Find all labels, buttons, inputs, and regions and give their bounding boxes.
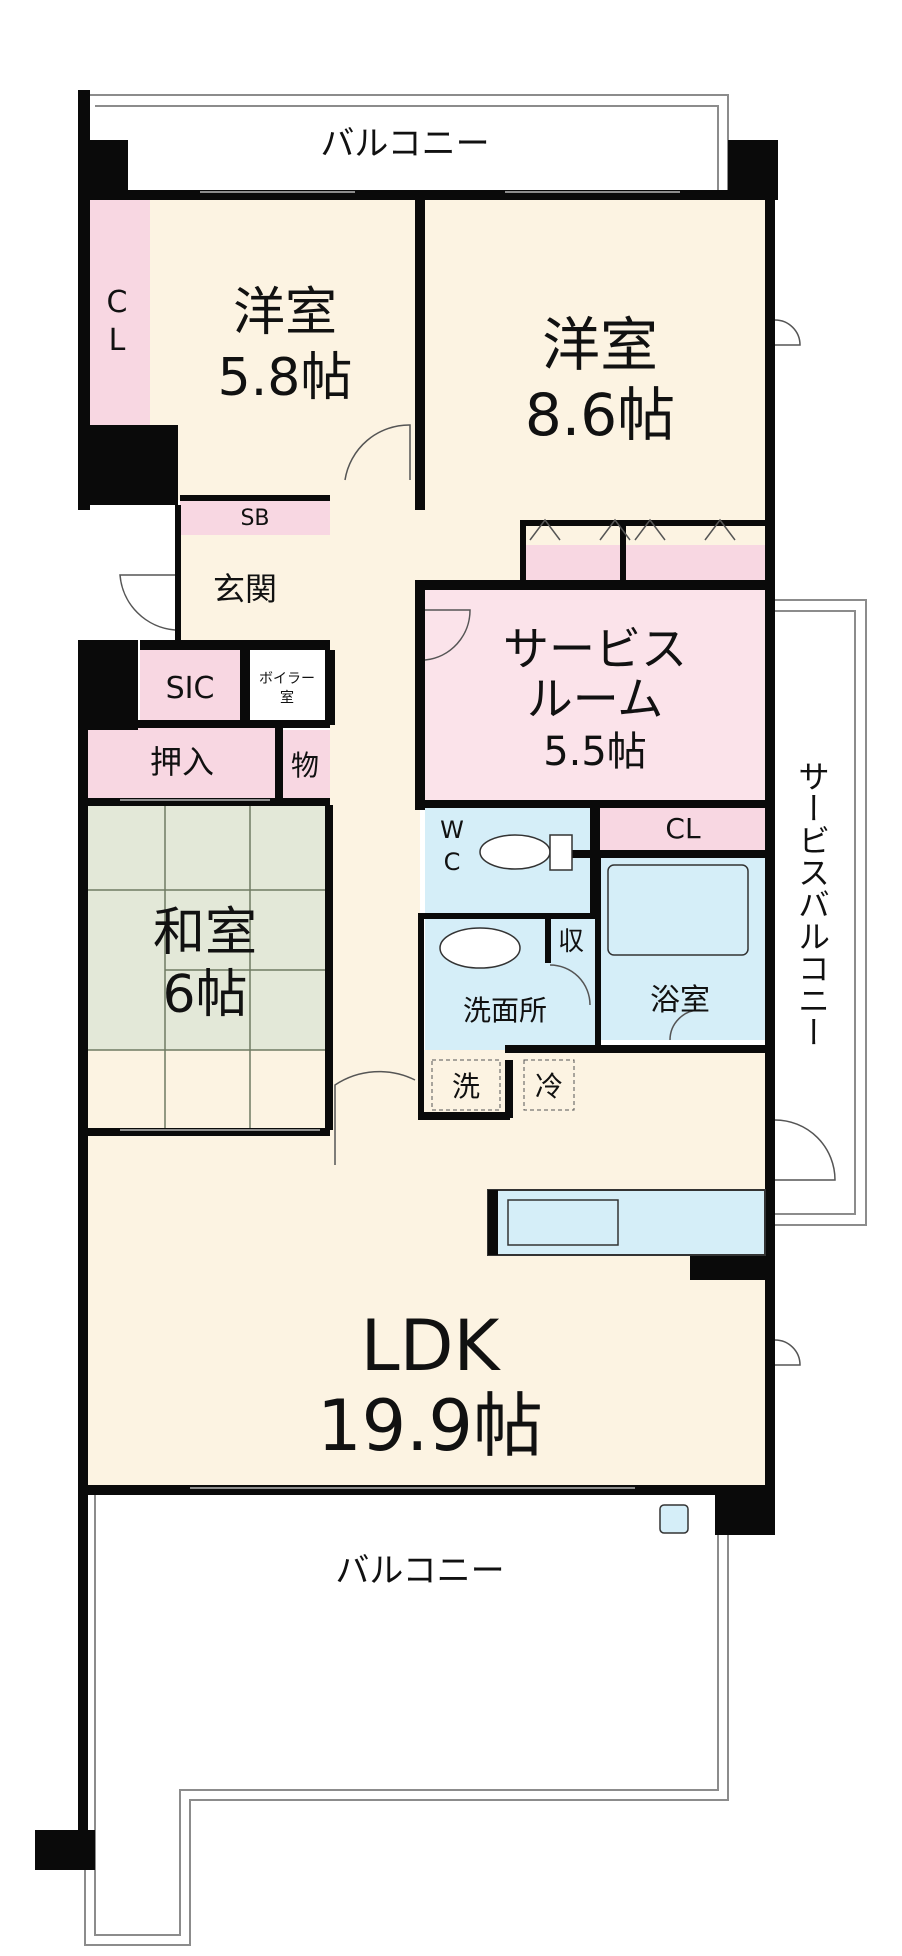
oshiire-label: 押入 <box>150 743 214 781</box>
storage-small-label: 収 <box>558 927 584 957</box>
wash-basin <box>439 927 521 969</box>
service-room-name-2: ルーム <box>527 672 664 726</box>
bathroom-label: 浴室 <box>650 983 710 1018</box>
service-balcony-label: サービスバルコニー <box>793 760 831 1048</box>
service-balcony-outline <box>765 599 867 1226</box>
japanese-room-size: 6帖 <box>162 965 247 1025</box>
shoe-box-fill <box>180 500 330 535</box>
bathtub <box>607 864 749 956</box>
ldk-name: LDK <box>361 1305 502 1387</box>
washer-box <box>431 1059 501 1111</box>
wc-label-2: C <box>444 848 461 876</box>
entrance-label: 玄関 <box>213 570 277 608</box>
boiler-room-label-2: 室 <box>280 689 294 706</box>
balcony-bottom-label: バルコニー <box>335 1551 504 1591</box>
wardrobe-fill <box>525 545 765 585</box>
closet-left-label-2: L <box>109 323 126 358</box>
oshiire-fill <box>85 725 275 800</box>
shoe-box-label: SB <box>240 506 269 531</box>
ldk-size: 19.9帖 <box>317 1385 543 1467</box>
washroom-label: 洗面所 <box>463 994 547 1027</box>
western-room-1-size: 5.8帖 <box>218 348 353 408</box>
walls <box>35 90 778 1870</box>
storage-label: 物 <box>291 749 319 782</box>
washer-label: 洗 <box>452 1070 480 1103</box>
sic-label: SIC <box>166 671 215 706</box>
entrance-fill <box>180 535 330 645</box>
sic-fill <box>140 650 245 720</box>
windows <box>120 191 680 1489</box>
door-swings <box>119 319 836 1366</box>
fridge-box <box>523 1059 575 1111</box>
wc-label-1: W <box>440 816 464 844</box>
balcony-top-label: バルコニー <box>320 124 489 164</box>
closet-service-fill <box>600 805 765 850</box>
western-room-2-size: 8.6帖 <box>525 381 675 449</box>
boiler-room-label-1: ボイラー <box>259 671 315 687</box>
tatami-lines <box>85 805 330 1130</box>
toilet <box>479 834 573 871</box>
service-room-size: 5.5帖 <box>543 729 647 775</box>
wardrobe-doors <box>529 518 736 541</box>
japanese-room-name: 和室 <box>153 903 257 963</box>
closet-left-fill <box>85 200 150 425</box>
service-room-fill <box>425 590 765 800</box>
outdoor-faucet <box>659 1504 689 1534</box>
western-room-1-name: 洋室 <box>233 283 337 343</box>
fridge-label: 冷 <box>535 1070 563 1103</box>
closet-left-label-1: C <box>107 285 128 320</box>
storage-fill <box>282 730 330 800</box>
service-room-name-1: サービス <box>503 622 687 676</box>
closet-service-label: CL <box>665 812 701 845</box>
boiler-room-fill <box>250 650 330 725</box>
western-room-1-fill <box>150 200 420 500</box>
kitchen-counter <box>487 1189 766 1256</box>
western-room-2-name: 洋室 <box>542 311 658 379</box>
